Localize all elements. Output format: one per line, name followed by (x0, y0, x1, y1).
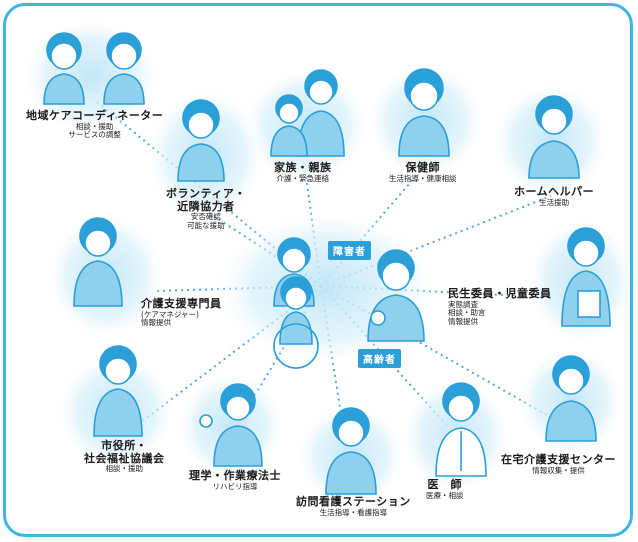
family-title: 家族・親族 (274, 161, 332, 174)
visiting-nurse-title: 訪問看護ステーション (296, 495, 411, 508)
home-care-center-label: 在宅介護支援センター 情報収集・提供 (501, 453, 616, 475)
doctor-figure (435, 382, 487, 477)
elderly-person-figure (367, 249, 425, 342)
doctor-sub1: 医療・相談 (426, 490, 464, 500)
home-care-center-sub1: 情報収集・提供 (532, 465, 585, 475)
home-helper-figure (528, 95, 580, 179)
family-label: 家族・親族 介護・緊急連絡 (274, 161, 332, 183)
volunteer-figure (177, 99, 225, 182)
coordinator-sub2: サービスの調整 (68, 130, 121, 140)
welfare-commissioner-title: 民生委員・児童委員 (448, 287, 552, 300)
disabled-tag: 障害者 (328, 241, 371, 260)
care-manager-subtitle: (ケアマネジャー) (141, 309, 199, 319)
glow-center (211, 208, 441, 368)
volunteer-sub2: 可能な援助 (187, 220, 225, 230)
home-helper-title: ホームヘルパー (514, 185, 595, 198)
public-health-nurse-figure (398, 68, 450, 157)
city-office-title1: 市役所・ (101, 439, 148, 452)
therapist-figure (199, 383, 263, 467)
welfare-commissioner-sub2: 相談・助言 (448, 308, 486, 318)
home-care-center-figure (545, 355, 597, 442)
care-manager-label: 介護支援専門員 (ケアマネジャー) 情報提供 (141, 297, 222, 328)
care-manager-sub1: 情報提供 (141, 318, 171, 328)
public-health-nurse-label: 保健師 生活指導・健康相談 (389, 161, 457, 183)
visiting-nurse-sub1: 生活指導・看護指導 (319, 507, 388, 517)
volunteer-title1: ボランティア・ (166, 187, 246, 200)
care-manager-title: 介護支援専門員 (141, 297, 222, 310)
doctor-label: 医 師 医療・相談 (426, 478, 464, 500)
disabled-person-figure (273, 237, 319, 369)
welfare-commissioner-sub1: 実態調査 (448, 299, 478, 309)
welfare-commissioner-sub3: 情報提供 (448, 316, 478, 326)
therapist-label: 理学・作業療法士 リハビリ指導 (189, 469, 281, 491)
therapist-title: 理学・作業療法士 (189, 469, 281, 482)
volunteer-title2: 近隣協力者 (177, 199, 235, 213)
therapist-sub1: リハビリ指導 (212, 481, 258, 491)
coordinator-figure (43, 32, 145, 105)
visiting-nurse-figure (325, 407, 377, 495)
elderly-tag: 高齢者 (358, 349, 401, 368)
volunteer-label: ボランティア・ 近隣協力者 安否確認 可能な援助 (166, 187, 246, 231)
volunteer-sub1: 安否確認 (190, 212, 221, 222)
city-office-figure (93, 345, 143, 437)
city-office-sub1: 相談・援助 (105, 464, 144, 474)
welfare-commissioner-label: 民生委員・児童委員 実態調査 相談・助言 情報提供 (448, 287, 552, 327)
home-helper-sub1: 生活援助 (539, 197, 570, 207)
visiting-nurse-label: 訪問看護ステーション 生活指導・看護指導 (296, 495, 411, 517)
public-health-nurse-title: 保健師 (405, 161, 440, 174)
public-health-nurse-sub1: 生活指導・健康相談 (389, 173, 457, 183)
coordinator-sub1: 相談・援助 (75, 121, 114, 131)
family-figure (270, 69, 345, 157)
city-office-title2: 社会福祉協議会 (84, 451, 165, 465)
welfare-commissioner-figure (561, 227, 611, 327)
city-office-label: 市役所・ 社会福祉協議会 相談・援助 (84, 439, 165, 474)
diagram-frame: 障害者 高齢者 地域ケアコーディネーター 相談・援助 サービスの調整 家族・親族… (3, 3, 633, 537)
home-helper-label: ホームヘルパー 生活援助 (514, 185, 595, 207)
care-manager-figure (73, 217, 123, 307)
home-care-center-title: 在宅介護支援センター (501, 453, 616, 466)
coordinator-title: 地域ケアコーディネーター (26, 109, 164, 122)
network-diagram (21, 16, 630, 511)
doctor-title: 医 師 (427, 478, 462, 491)
coordinator-label: 地域ケアコーディネーター 相談・援助 サービスの調整 (26, 109, 164, 140)
family-sub1: 介護・緊急連絡 (276, 173, 330, 183)
